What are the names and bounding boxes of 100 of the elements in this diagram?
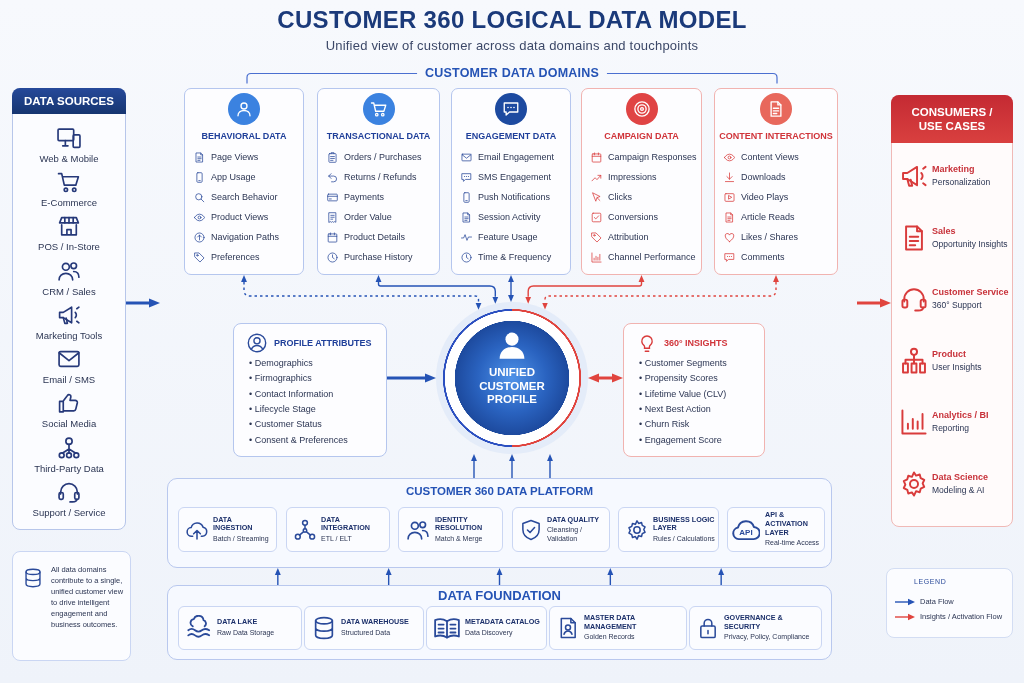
- panel-heading: DATA SOURCES: [12, 88, 126, 114]
- source-label: Email / SMS: [42, 374, 96, 386]
- source-label: Marketing Tools: [35, 329, 103, 341]
- list-item: Search Behavior: [211, 192, 278, 203]
- info-card: [233, 323, 387, 457]
- arrow: [274, 568, 281, 586]
- source-label: E-Commerce: [41, 197, 97, 209]
- component-tile: [286, 507, 390, 552]
- list-item: Channel Performance: [608, 252, 696, 263]
- subtitle: Unified view of customer across data domains and touchpoints: [325, 38, 699, 54]
- list-item: Purchase History: [344, 252, 413, 263]
- use-case-title: Sales: [932, 225, 956, 237]
- arrow: [471, 454, 477, 479]
- list-item: Comments: [741, 252, 785, 263]
- domain-card: [317, 88, 440, 275]
- list-item: Content Views: [741, 152, 799, 163]
- list-item: • Lifecycle Stage: [249, 403, 316, 415]
- use-case-text: Modeling & AI: [932, 484, 985, 496]
- list-item: Impressions: [608, 172, 657, 183]
- component-tile: [398, 507, 503, 552]
- list-item: Page Views: [211, 152, 259, 163]
- list-item: Session Activity: [478, 212, 541, 223]
- dotted-double-headed-arrow: [241, 275, 482, 310]
- list-item: • Customer Status: [249, 419, 322, 431]
- component-tile: [304, 606, 424, 650]
- list-item: SMS Engagement: [478, 172, 552, 183]
- dotted-double-headed-arrow: [542, 275, 779, 310]
- source-label: Third-Party Data: [34, 462, 104, 474]
- use-case-text: Opportunity Insights: [932, 238, 1008, 250]
- list-item: Time & Frequency: [478, 252, 552, 263]
- source-panel: [12, 88, 126, 530]
- list-item: • Next Best Action: [639, 403, 711, 415]
- component-tile: [178, 606, 302, 650]
- use-case-title: Product: [932, 348, 966, 360]
- circle-label: UNIFIED CUSTOMER PROFILE: [479, 366, 545, 407]
- arrow: [547, 454, 553, 479]
- list-item: Push Notifications: [478, 192, 551, 203]
- component-tile: [689, 606, 822, 650]
- list-item: App Usage: [211, 172, 256, 183]
- card-heading: CONTENT INTERACTIONS: [719, 131, 833, 142]
- use-case-title: Marketing: [932, 164, 975, 175]
- list-item: Conversions: [608, 212, 659, 223]
- arrow: [126, 298, 160, 308]
- list-item: Video Plays: [741, 192, 789, 203]
- list-item: • Engagement Score: [639, 434, 722, 446]
- list-item: Navigation Paths: [211, 232, 280, 243]
- list-item: Attribution: [608, 232, 649, 243]
- section-heading: DATA FOUNDATION: [438, 588, 561, 604]
- use-case-title: Analytics / BI: [932, 410, 989, 421]
- domain-card: [714, 88, 838, 275]
- list-item: Email Engagement: [478, 152, 555, 163]
- double-headed-arrow: [588, 373, 623, 383]
- card-heading: BEHAVIORAL DATA: [201, 131, 287, 142]
- icon-text: API: [739, 527, 753, 537]
- use-case-title: Customer Service: [932, 287, 1009, 298]
- component-tile: [512, 507, 610, 552]
- list-item: Returns / Refunds: [344, 172, 417, 183]
- component-tile: [178, 507, 277, 552]
- double-headed-arrow: [375, 275, 499, 304]
- list-item: Product Views: [211, 212, 269, 223]
- domain-card: [581, 88, 702, 275]
- component-tile: [618, 507, 719, 552]
- source-label: POS / In-Store: [38, 241, 100, 253]
- list-item: • Lifetime Value (CLV): [639, 388, 727, 400]
- diagram-title: CUSTOMER 360 LOGICAL DATA MODEL: [277, 6, 747, 34]
- list-item: Product Details: [344, 232, 406, 243]
- platform-panel: [167, 478, 832, 568]
- component-tile: [727, 507, 825, 552]
- arrow: [509, 454, 515, 479]
- arrow: [496, 568, 503, 586]
- component-tile: [549, 606, 687, 650]
- use-case-panel: [891, 95, 1013, 527]
- list-item: Payments: [344, 192, 385, 203]
- section-heading: CUSTOMER 360 DATA PLATFORM: [405, 485, 594, 499]
- card-heading: 360° INSIGHTS: [664, 338, 728, 349]
- list-item: Campaign Responses: [608, 152, 697, 163]
- card-heading: PROFILE ATTRIBUTES: [274, 338, 372, 349]
- list-item: Likes / Shares: [741, 232, 799, 243]
- arrow: [607, 568, 614, 586]
- arrow: [385, 568, 392, 586]
- list-item: • Customer Segments: [639, 358, 727, 369]
- list-item: • Demographics: [249, 358, 313, 369]
- note-card: [12, 551, 131, 661]
- double-headed-arrow: [508, 275, 514, 302]
- use-case-text: Personalization: [932, 177, 991, 188]
- list-item: Clicks: [608, 192, 632, 203]
- list-item: • Firmographics: [249, 373, 312, 385]
- card-heading: CAMPAIGN DATA: [604, 131, 679, 142]
- foundation-panel: [167, 585, 832, 660]
- source-label: Web & Mobile: [39, 153, 99, 164]
- info-card: [623, 323, 765, 457]
- list-item: Orders / Purchases: [344, 152, 422, 163]
- list-item: • Churn Risk: [639, 419, 690, 431]
- source-label: Social Media: [41, 418, 97, 430]
- list-item: Preferences: [211, 252, 260, 263]
- source-label: Support / Service: [32, 506, 106, 518]
- use-case-text: 360° Support: [932, 300, 982, 311]
- arrow: [857, 298, 891, 308]
- list-item: • Propensity Scores: [639, 373, 718, 385]
- card-heading: ENGAGEMENT DATA: [465, 131, 557, 142]
